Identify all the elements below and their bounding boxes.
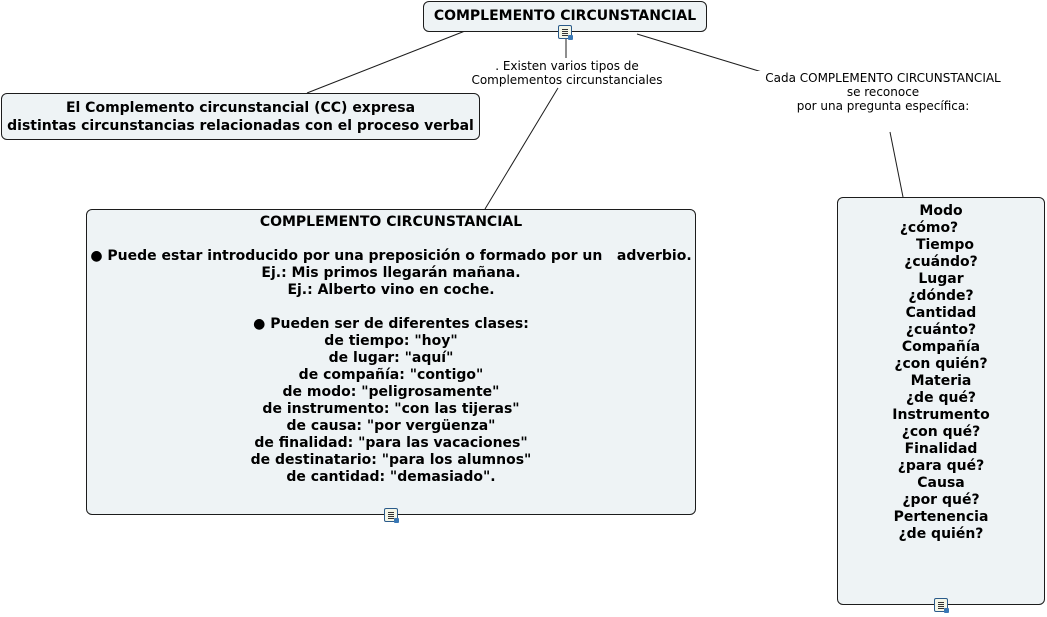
question-line: ¿de quién? — [898, 526, 984, 542]
types-line: ● Puede estar introducido por una prepos… — [90, 248, 692, 264]
types-line: ● Pueden ser de diferentes clases: — [253, 316, 529, 332]
types-line: Ej.: Alberto vino en coche. — [287, 282, 495, 298]
link-phrase-question[interactable]: Cada COMPLEMENTO CIRCUNSTANCIAL se recon… — [752, 71, 1014, 113]
definition-line-1: El Complemento circunstancial (CC) expre… — [65, 100, 416, 116]
connector-root-question — [636, 33, 763, 73]
types-line: de causa: "por vergüenza" — [286, 418, 496, 434]
definition-concept[interactable]: El Complemento circunstancial (CC) expre… — [1, 93, 480, 140]
questions-concept[interactable]: Modo ¿cómo? Tiempo ¿cuándo? Lugar ¿dónde… — [837, 197, 1045, 605]
question-line: Causa — [917, 475, 965, 491]
question-line: ¿cuánto? — [905, 322, 977, 338]
note-icon[interactable] — [384, 508, 399, 523]
types-line: de modo: "peligrosamente" — [282, 384, 500, 400]
question-line: ¿cuándo? — [904, 254, 978, 270]
question-line: ¿cómo? — [899, 220, 959, 236]
question-line: ¿por qué? — [902, 492, 980, 508]
note-icon[interactable] — [934, 598, 949, 613]
types-line: de destinatario: "para los alumnos" — [250, 452, 532, 468]
spacer — [87, 299, 695, 316]
types-line: Ej.: Mis primos llegarán mañana. — [261, 265, 521, 281]
question-line: Finalidad — [904, 441, 978, 457]
types-line: de compañía: "contigo" — [298, 367, 484, 383]
connector-types-main — [484, 87, 559, 210]
question-line: Tiempo — [915, 237, 975, 253]
types-line: de finalidad: "para las vacaciones" — [254, 435, 528, 451]
question-line: Pertenencia — [893, 509, 989, 525]
question-line: Lugar — [918, 271, 964, 287]
types-concept[interactable]: COMPLEMENTO CIRCUNSTANCIAL ● Puede estar… — [86, 209, 696, 515]
types-title: COMPLEMENTO CIRCUNSTANCIAL — [259, 214, 523, 230]
question-line: ¿con quién? — [894, 356, 988, 372]
question-line: ¿dónde? — [908, 288, 974, 304]
link-question-line-3: por una pregunta específica: — [796, 99, 970, 113]
link-question-line-2: se reconoce — [846, 85, 920, 99]
question-line: Modo — [919, 203, 963, 219]
spacer — [87, 231, 695, 248]
connector-question-right — [889, 131, 904, 198]
types-line: de cantidad: "demasiado". — [286, 469, 496, 485]
connector-root-left — [306, 30, 466, 94]
question-line: ¿de qué? — [905, 390, 977, 406]
definition-line-2: distintas circunstancias relacionadas co… — [7, 118, 474, 134]
question-line: Compañía — [901, 339, 981, 355]
link-question-line-1: Cada COMPLEMENTO CIRCUNSTANCIAL — [765, 71, 1001, 85]
root-concept[interactable]: COMPLEMENTO CIRCUNSTANCIAL — [423, 1, 707, 32]
question-line: Materia — [910, 373, 972, 389]
link-types-line-2: Complementos circunstanciales — [471, 73, 663, 87]
question-line: Cantidad — [905, 305, 977, 321]
question-line: ¿con qué? — [901, 424, 981, 440]
types-line: de lugar: "aquí" — [328, 350, 454, 366]
note-icon[interactable] — [558, 25, 573, 40]
types-line: de tiempo: "hoy" — [324, 333, 458, 349]
link-types-line-1: . Existen varios tipos de — [495, 59, 639, 73]
root-title: COMPLEMENTO CIRCUNSTANCIAL — [433, 8, 697, 24]
question-line: ¿para qué? — [897, 458, 985, 474]
link-phrase-types[interactable]: . Existen varios tipos de Complementos c… — [460, 59, 674, 87]
types-line: de instrumento: "con las tijeras" — [262, 401, 520, 417]
question-line: Instrumento — [892, 407, 990, 423]
